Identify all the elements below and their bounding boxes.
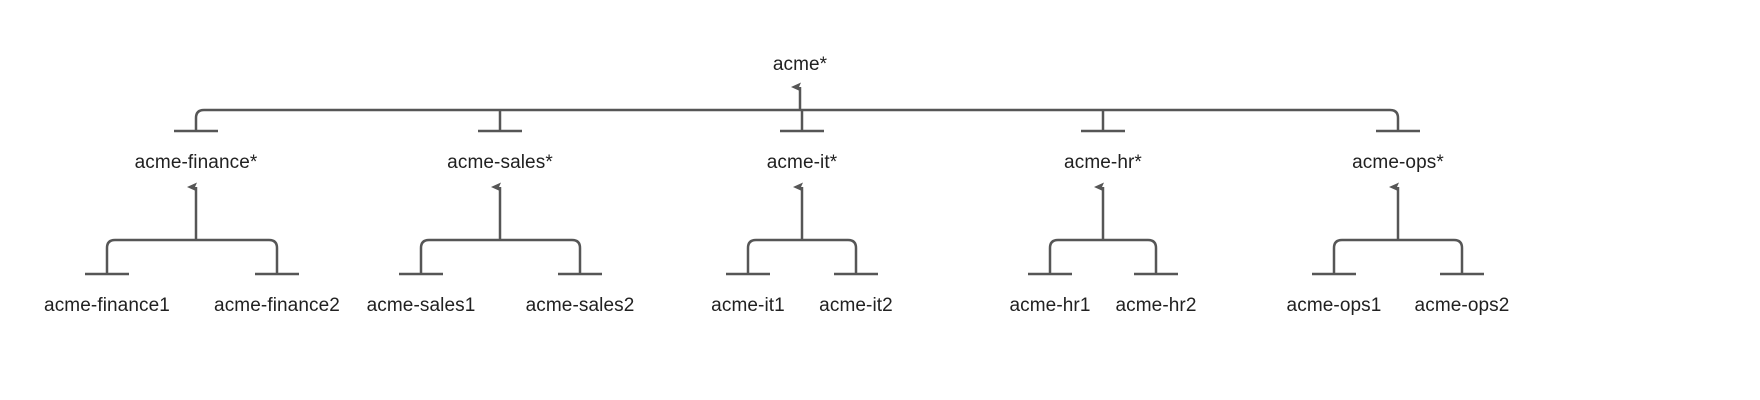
bus-acme-ops-drop-1 — [1453, 238, 1464, 274]
node-label-acme-ops2[interactable]: acme-ops2 — [1414, 295, 1510, 316]
bus-acme-it-drop-0 — [746, 238, 757, 274]
bus-acme-ops-drop-0 — [1332, 238, 1343, 274]
node-label-acme-sales1[interactable]: acme-sales1 — [366, 295, 476, 316]
top-bus-drop-0 — [194, 108, 205, 131]
top-bus-drop-4 — [1389, 108, 1400, 131]
bus-acme-sales-drop-0 — [419, 238, 430, 274]
node-label-acme-hr[interactable]: acme-hr* — [1064, 152, 1142, 173]
node-label-acme-finance2[interactable]: acme-finance2 — [214, 295, 340, 316]
node-label-acme-hr2[interactable]: acme-hr2 — [1115, 295, 1197, 316]
node-label-acme-it[interactable]: acme-it* — [766, 152, 838, 173]
node-label-acme-finance1[interactable]: acme-finance1 — [44, 295, 170, 316]
bus-acme-finance-drop-0 — [105, 238, 116, 274]
node-label-acme-finance[interactable]: acme-finance* — [134, 152, 258, 173]
bus-acme-hr-drop-0 — [1048, 238, 1059, 274]
node-label-acme-ops1[interactable]: acme-ops1 — [1286, 295, 1382, 316]
node-label-acme-hr1[interactable]: acme-hr1 — [1009, 295, 1091, 316]
node-label-acme-sales[interactable]: acme-sales* — [447, 152, 553, 173]
node-label-acme[interactable]: acme* — [772, 54, 828, 75]
node-label-acme-it1[interactable]: acme-it1 — [711, 295, 785, 316]
bus-acme-hr-drop-1 — [1147, 238, 1158, 274]
bus-acme-finance-drop-1 — [268, 238, 279, 274]
node-label-acme-ops[interactable]: acme-ops* — [1352, 152, 1444, 173]
bus-acme-sales-drop-1 — [571, 238, 582, 274]
bus-acme-it-drop-1 — [847, 238, 858, 274]
node-label-acme-sales2[interactable]: acme-sales2 — [525, 295, 635, 316]
node-label-acme-it2[interactable]: acme-it2 — [819, 295, 893, 316]
